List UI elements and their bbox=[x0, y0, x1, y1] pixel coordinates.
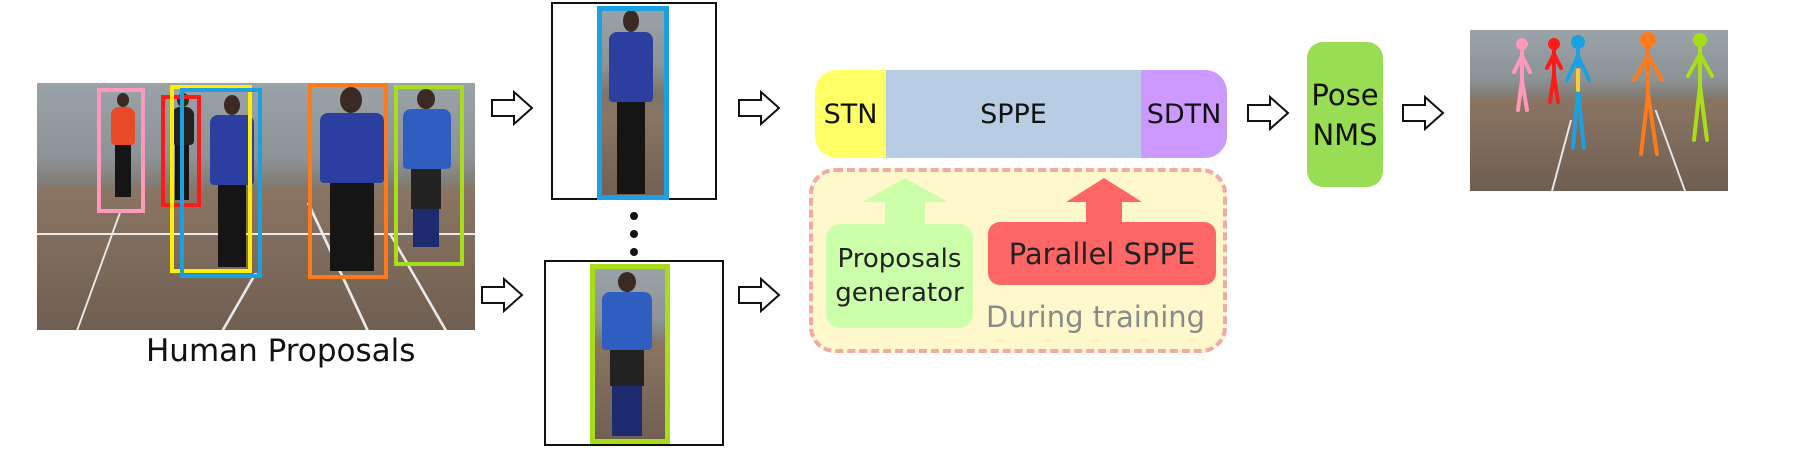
sdtn-label: SDTN bbox=[1146, 98, 1222, 130]
proposal-box-pink bbox=[97, 88, 145, 213]
person-3 bbox=[202, 95, 262, 270]
proposals-generator-line2: generator bbox=[835, 278, 964, 308]
proposal-box-blue bbox=[180, 88, 262, 278]
proposal-box-orange bbox=[308, 83, 388, 279]
output-pose-image bbox=[1470, 30, 1728, 191]
arrow-right-icon bbox=[738, 90, 781, 126]
arrow-right-icon bbox=[1402, 95, 1445, 131]
arrow-right-icon bbox=[481, 277, 524, 313]
cropped-proposal-bottom bbox=[544, 260, 724, 446]
proposals-generator-box: Proposals generator bbox=[826, 224, 973, 328]
stn-label: STN bbox=[823, 98, 878, 130]
sppe-label: SPPE bbox=[980, 98, 1047, 130]
pose-nms-line1: Pose bbox=[1311, 77, 1379, 112]
parallel-sppe-box: Parallel SPPE bbox=[988, 222, 1216, 285]
crop-border-blue bbox=[597, 6, 669, 200]
network-bar: STN SPPE SDTN bbox=[815, 70, 1227, 158]
crop-border-lime bbox=[590, 264, 670, 444]
sdtn-block: SDTN bbox=[1141, 70, 1227, 158]
person-5 bbox=[397, 89, 457, 249]
arrow-right-icon bbox=[738, 277, 781, 313]
pose-skeletons bbox=[1512, 32, 1714, 156]
proposal-box-lime bbox=[394, 85, 464, 266]
pose-nms-line2: NMS bbox=[1312, 117, 1378, 152]
cropped-proposal-top bbox=[551, 2, 717, 200]
arrow-right-icon bbox=[491, 90, 534, 126]
proposals-generator-line1: Proposals bbox=[837, 244, 962, 274]
pose-nms-box: Pose NMS bbox=[1307, 42, 1383, 187]
arrow-right-icon bbox=[1247, 95, 1290, 131]
arrow-up-icon bbox=[1066, 178, 1142, 222]
sppe-block: SPPE bbox=[886, 70, 1141, 158]
ellipsis-dots bbox=[630, 212, 638, 256]
stn-block: STN bbox=[815, 70, 886, 158]
input-image bbox=[37, 83, 475, 330]
person-1 bbox=[107, 93, 137, 198]
during-training-label: During training bbox=[986, 300, 1206, 334]
person-4 bbox=[312, 83, 392, 273]
parallel-sppe-label: Parallel SPPE bbox=[1008, 236, 1196, 271]
arrow-up-icon bbox=[862, 178, 948, 224]
input-caption: Human Proposals bbox=[146, 333, 416, 369]
proposal-box-yellow bbox=[170, 85, 252, 273]
